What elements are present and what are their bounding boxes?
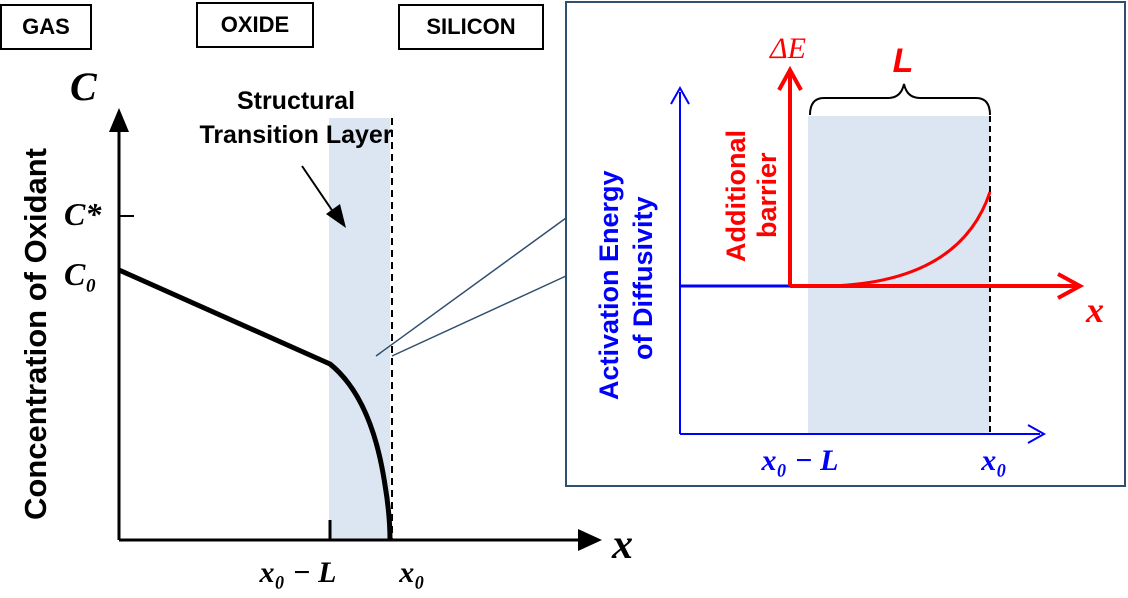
y-axis-symbol: C — [70, 64, 98, 109]
additional-barrier-line2: barrier — [752, 152, 782, 238]
oxide-label: OXIDE — [220, 12, 290, 37]
annotation-line2: Transition Layer — [199, 121, 392, 149]
c-zero-label: C₀ — [64, 256, 97, 292]
additional-barrier-line1: Additional — [721, 130, 751, 262]
transition-layer-shade — [329, 118, 390, 540]
x0-minus-l-label: x₀ − L — [259, 556, 337, 589]
annotation-line1: Structural — [237, 87, 355, 115]
callout-line-upper — [375, 217, 567, 357]
red-x-axis-arrowhead — [1057, 272, 1085, 300]
annotation-arrowhead — [326, 204, 346, 228]
delta-e-axis-arrowhead — [777, 65, 803, 91]
gas-label-box: GAS — [0, 4, 92, 50]
x-axis-arrowhead — [578, 529, 602, 551]
inset-y-axis-arrowhead — [670, 85, 690, 105]
red-x-symbol: x — [1085, 290, 1104, 330]
gas-label: GAS — [22, 14, 70, 39]
inset-x0-label: x₀ — [980, 444, 1006, 477]
concentration-curve — [117, 267, 393, 541]
silicon-label: SILICON — [426, 14, 516, 39]
inset-ylabel-line2: of Diffusivity — [628, 196, 658, 360]
delta-e-label: ΔE — [769, 32, 806, 65]
x-axis-symbol: x — [611, 522, 633, 568]
barrier-curve — [829, 191, 992, 288]
l-brace — [809, 83, 991, 116]
brace-l-label: L — [893, 42, 914, 80]
main-ylabel: Concentration of Oxidant — [18, 148, 53, 520]
y-axis-arrowhead — [109, 108, 129, 132]
c-star-label: C* — [64, 196, 102, 232]
silicon-label-box: SILICON — [398, 4, 544, 50]
callout-line-lower — [391, 275, 567, 357]
oxide-label-box: OXIDE — [196, 2, 314, 48]
inset-x0-minus-l-label: x₀ − L — [761, 444, 839, 477]
x0-label: x₀ — [398, 556, 424, 589]
inset-x-axis-arrowhead — [1027, 424, 1047, 444]
inset-ylabel-line1: Activation Energy — [594, 170, 624, 400]
